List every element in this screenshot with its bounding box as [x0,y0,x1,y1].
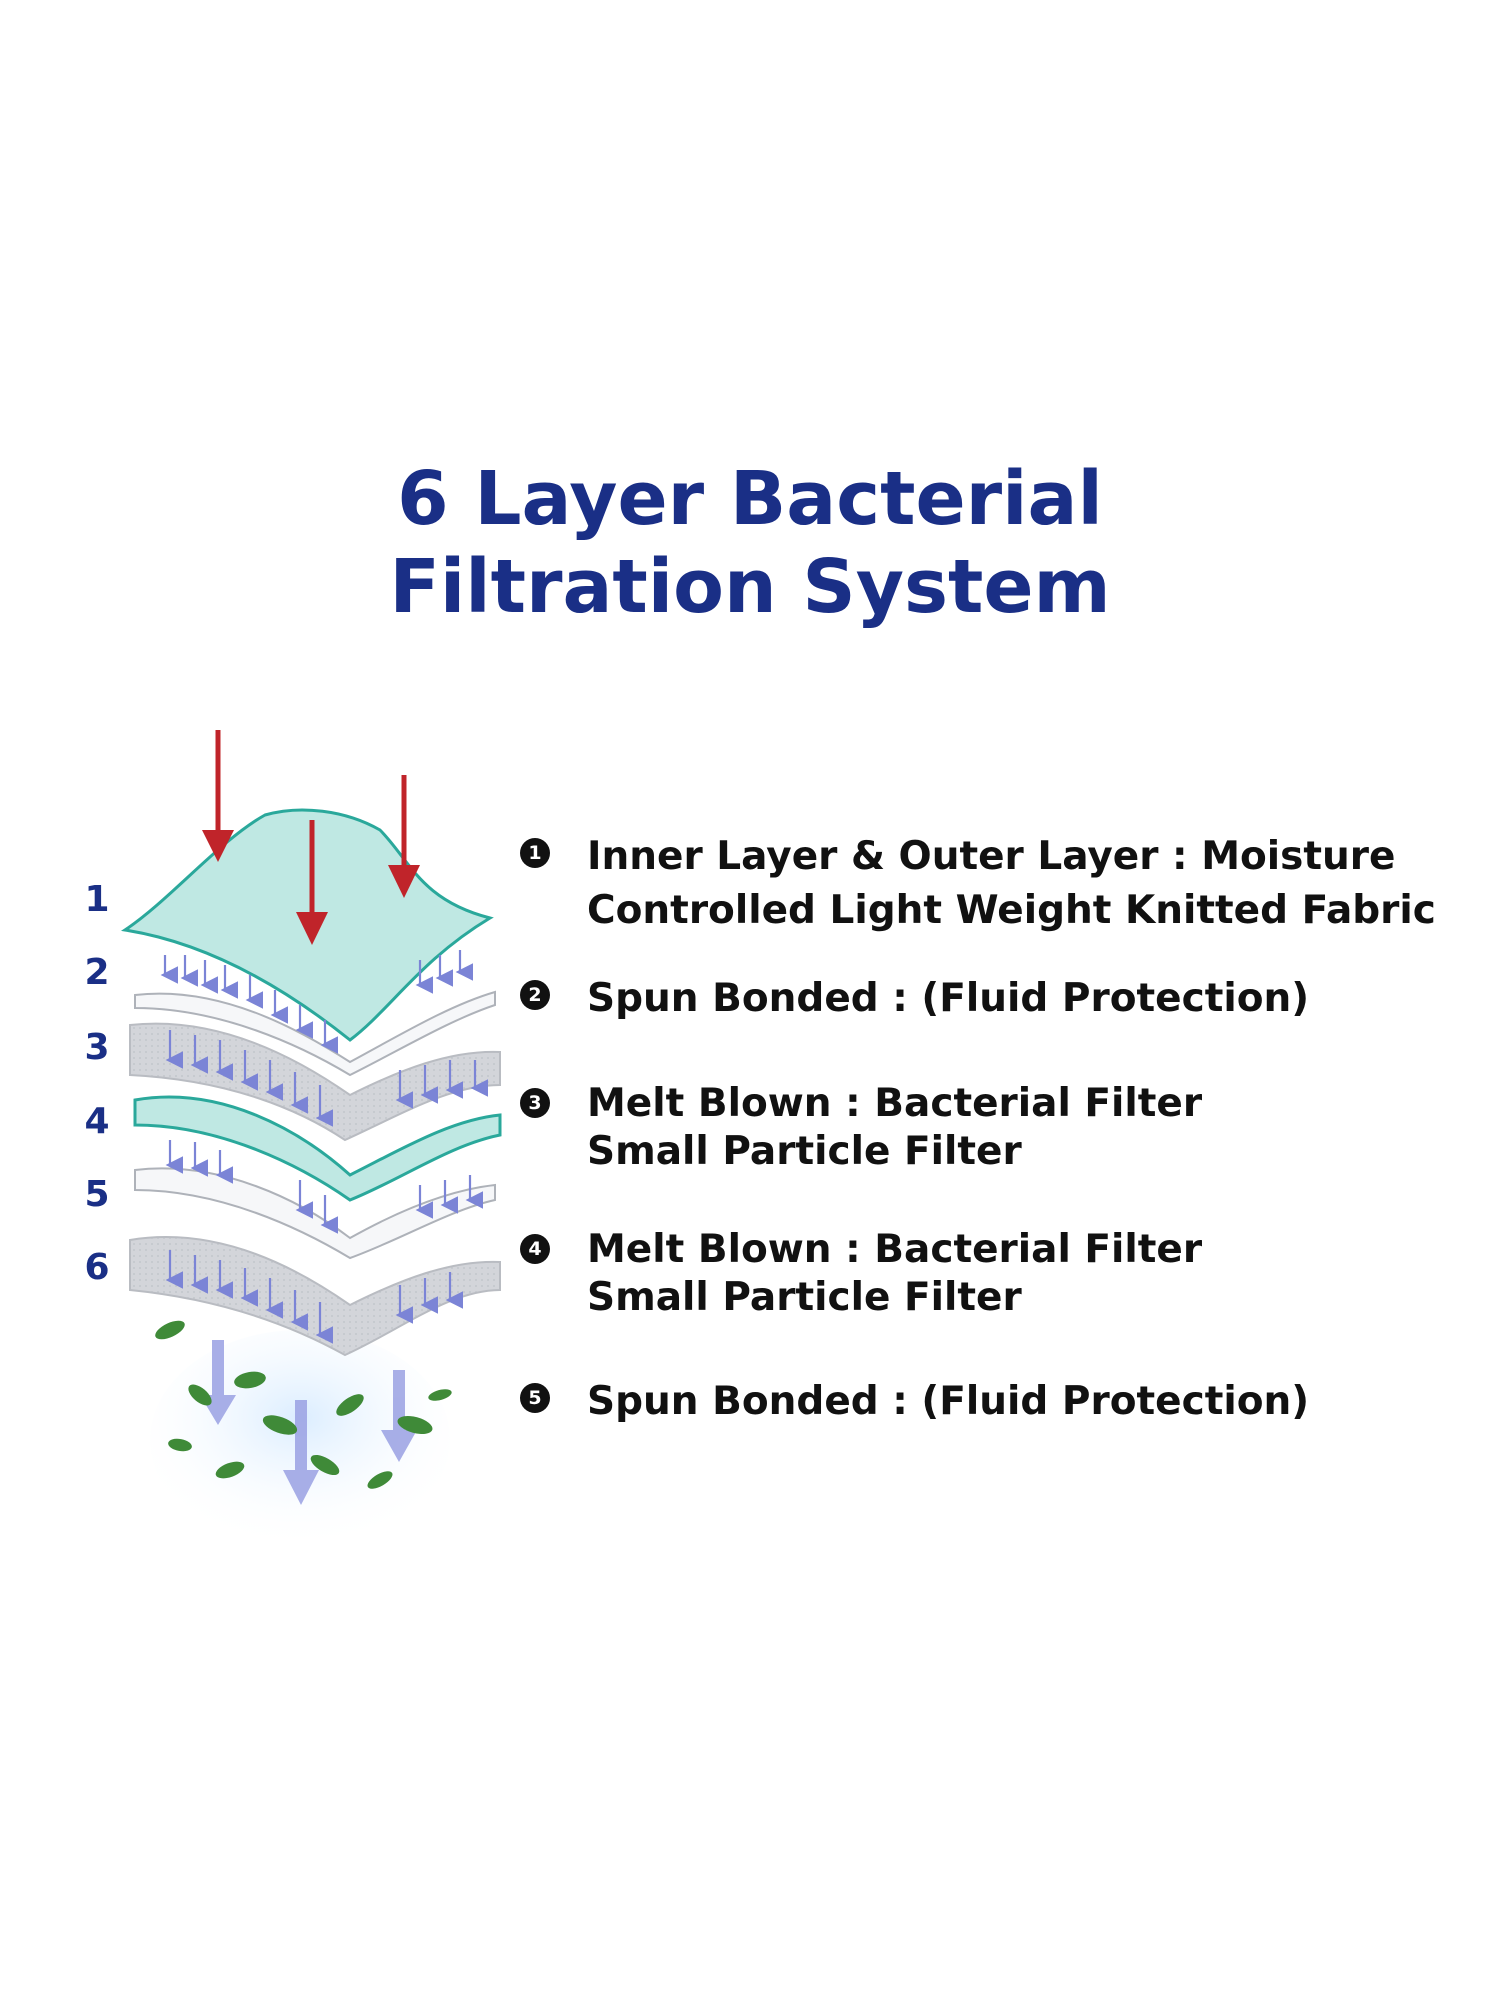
bullet-3: 3 [520,1088,550,1118]
outflow-arrows [200,1340,417,1505]
title-line-1: 6 Layer Bacterial [397,456,1103,542]
list-item-line: Spun Bonded : (Fluid Protection) [587,1379,1310,1424]
bullet-5: 5 [520,1383,550,1413]
list-item-line: Small Particle Filter [587,1129,1022,1174]
list-item-line: Melt Blown : Bacterial Filter [587,1227,1203,1272]
list-item-line: Spun Bonded : (Fluid Protection) [587,976,1310,1021]
bullet-2: 2 [520,980,550,1010]
fabric-layer-4 [133,1095,502,1202]
list-item-text: Spun Bonded : (Fluid Protection) [587,972,1467,1026]
list-item-line: Inner Layer & Outer Layer : Moisture [587,834,1396,879]
layer-number-4: 4 [84,1101,110,1142]
particle-arrows [160,950,489,1344]
fabric-layer-2 [134,990,496,1077]
title-line-2: Filtration System [389,544,1111,630]
list-item-line: Melt Blown : Bacterial Filter [587,1081,1203,1126]
bullet-1: 1 [520,838,550,868]
incoming-particle-arrows [202,730,420,945]
list-item-line: Controlled Light Weight Knitted Fabric [587,888,1436,933]
layer-number-3: 3 [84,1027,110,1068]
list-item-text: Spun Bonded : (Fluid Protection) [587,1375,1467,1429]
list-item-text: Inner Layer & Outer Layer : Moisture Con… [587,830,1467,938]
layer-number-2: 2 [84,952,110,993]
fabric-layer-6 [129,1236,501,1357]
fabric-layer-3 [129,1022,501,1142]
bullet-4: 4 [520,1234,550,1264]
list-item-text: Melt Blown : Bacterial Filter Small Part… [587,1080,1467,1176]
layer-number-6: 6 [84,1247,110,1288]
list-item-line: Small Particle Filter [587,1275,1022,1320]
layer-number-1: 1 [84,879,110,920]
fabric-layer-5 [134,1167,496,1260]
diagram-title: 6 Layer Bacterial Filtration System [0,455,1500,631]
layer-stack-illustration [120,730,502,1550]
list-item-text: Melt Blown : Bacterial Filter Small Part… [587,1226,1467,1322]
layer-number-5: 5 [84,1174,110,1215]
leaves-decoration [155,1320,452,1489]
